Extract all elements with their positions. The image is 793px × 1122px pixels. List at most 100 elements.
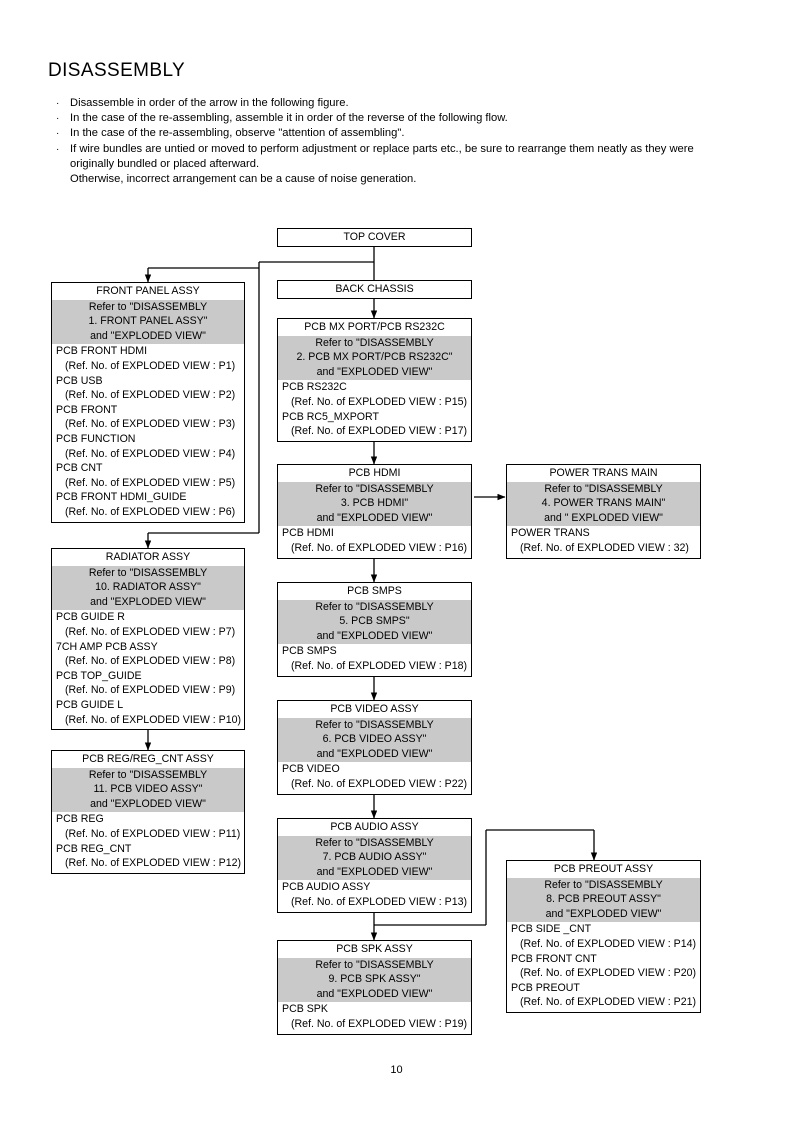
- node-parts-list: PCB REG (Ref. No. of EXPLODED VIEW : P11…: [52, 812, 244, 873]
- part-name: PCB HDMI: [282, 527, 334, 540]
- part-ref: (Ref. No. of EXPLODED VIEW : P2): [65, 389, 236, 402]
- part-name: PCB RS232C: [282, 381, 347, 394]
- part-ref: (Ref. No. of EXPLODED VIEW : P10): [65, 713, 242, 726]
- refer-line: 2. PCB MX PORT/PCB RS232C": [296, 351, 453, 364]
- refer-line: and "EXPLODED VIEW": [316, 511, 433, 524]
- node-refer-band: Refer to "DISASSEMBLY 10. RADIATOR ASSY"…: [52, 565, 244, 611]
- bullet-text: Disassemble in order of the arrow in the…: [70, 97, 349, 109]
- node-front-panel-assy[interactable]: FRONT PANEL ASSY Refer to "DISASSEMBLY 1…: [51, 282, 245, 523]
- part-name: PCB GUIDE L: [56, 698, 124, 711]
- part-ref: (Ref. No. of EXPLODED VIEW : P15): [291, 395, 468, 408]
- node-title: RADIATOR ASSY: [105, 551, 191, 563]
- part-ref: (Ref. No. of EXPLODED VIEW : P1): [65, 359, 236, 372]
- node-parts-list: PCB SIDE _CNT (Ref. No. of EXPLODED VIEW…: [507, 922, 700, 1012]
- part-name: PCB FRONT CNT: [511, 952, 597, 965]
- part-ref: (Ref. No. of EXPLODED VIEW : P8): [65, 655, 236, 668]
- refer-line: and "EXPLODED VIEW": [90, 329, 206, 342]
- node-pcb-smps[interactable]: PCB SMPS Refer to "DISASSEMBLY 5. PCB SM…: [277, 582, 472, 677]
- node-parts-list: PCB AUDIO ASSY (Ref. No. of EXPLODED VIE…: [278, 880, 471, 912]
- refer-line: 7. PCB AUDIO ASSY": [322, 851, 427, 864]
- part-ref: (Ref. No. of EXPLODED VIEW : P3): [65, 418, 236, 431]
- node-refer-band: Refer to "DISASSEMBLY 3. PCB HDMI" and "…: [278, 481, 471, 527]
- part-name: PCB FUNCTION: [56, 432, 136, 445]
- part-ref: (Ref. No. of EXPLODED VIEW : P11): [65, 827, 241, 840]
- refer-line: 4. POWER TRANS MAIN": [541, 497, 666, 510]
- node-parts-list: PCB VIDEO (Ref. No. of EXPLODED VIEW : P…: [278, 762, 471, 794]
- node-refer-band: Refer to "DISASSEMBLY 2. PCB MX PORT/PCB…: [278, 335, 471, 381]
- bullet-item: · Disassemble in order of the arrow in t…: [56, 96, 736, 111]
- node-refer-band: Refer to "DISASSEMBLY 9. PCB SPK ASSY" a…: [278, 957, 471, 1003]
- refer-line: 5. PCB SMPS": [339, 615, 410, 628]
- node-title: PCB AUDIO ASSY: [330, 821, 419, 833]
- refer-line: Refer to "DISASSEMBLY: [88, 768, 208, 781]
- node-pcb-reg-cnt-assy[interactable]: PCB REG/REG_CNT ASSY Refer to "DISASSEMB…: [51, 750, 245, 874]
- refer-line: 3. PCB HDMI": [340, 497, 409, 510]
- part-name: PCB USB: [56, 374, 103, 387]
- node-title: PCB PREOUT ASSY: [553, 863, 654, 875]
- refer-line: and "EXPLODED VIEW": [316, 365, 433, 378]
- node-power-trans-main[interactable]: POWER TRANS MAIN Refer to "DISASSEMBLY 4…: [506, 464, 701, 559]
- bullet-text: In the case of the re-assembling, observ…: [70, 127, 405, 140]
- bullet-text: In the case of the re-assembling, assemb…: [70, 112, 508, 125]
- refer-line: and "EXPLODED VIEW": [90, 797, 206, 810]
- node-refer-band: Refer to "DISASSEMBLY 5. PCB SMPS" and "…: [278, 599, 471, 645]
- part-ref: (Ref. No. of EXPLODED VIEW : P20): [520, 967, 697, 980]
- node-refer-band: Refer to "DISASSEMBLY 6. PCB VIDEO ASSY"…: [278, 717, 471, 763]
- node-back-chassis[interactable]: BACK CHASSIS: [277, 280, 472, 299]
- refer-line: 1. FRONT PANEL ASSY": [88, 315, 208, 328]
- refer-line: 6. PCB VIDEO ASSY": [322, 733, 427, 746]
- refer-line: Refer to "DISASSEMBLY: [315, 836, 434, 849]
- node-refer-band: Refer to "DISASSEMBLY 11. PCB VIDEO ASSY…: [52, 767, 244, 813]
- node-pcb-audio-assy[interactable]: PCB AUDIO ASSY Refer to "DISASSEMBLY 7. …: [277, 818, 472, 913]
- node-title: PCB SPK ASSY: [336, 943, 413, 955]
- node-title: PCB VIDEO ASSY: [330, 703, 419, 715]
- node-parts-list: PCB HDMI (Ref. No. of EXPLODED VIEW : P1…: [278, 526, 471, 558]
- node-title: PCB MX PORT/PCB RS232C: [304, 321, 445, 333]
- refer-line: Refer to "DISASSEMBLY: [315, 718, 434, 731]
- part-ref: (Ref. No. of EXPLODED VIEW : P4): [65, 447, 236, 460]
- part-name: PCB FRONT HDMI: [56, 345, 148, 358]
- part-ref: (Ref. No. of EXPLODED VIEW : P7): [65, 625, 236, 638]
- refer-line: Refer to "DISASSEMBLY: [544, 482, 663, 495]
- bullet-marker: ·: [56, 113, 60, 125]
- refer-line: Refer to "DISASSEMBLY: [88, 300, 208, 313]
- bullet-item: · In the case of the re-assembling, asse…: [56, 111, 736, 126]
- part-ref: (Ref. No. of EXPLODED VIEW : P12): [65, 857, 242, 870]
- refer-line: Refer to "DISASSEMBLY: [544, 878, 663, 891]
- node-title: PCB REG/REG_CNT ASSY: [82, 753, 214, 765]
- bullet-continuation-text: Otherwise, incorrect arrangement can be …: [70, 173, 417, 186]
- part-name: PCB VIDEO: [282, 763, 340, 776]
- node-top-cover[interactable]: TOP COVER: [277, 228, 472, 247]
- refer-line: and "EXPLODED VIEW": [90, 595, 206, 608]
- part-name: PCB SIDE _CNT: [511, 923, 592, 936]
- part-ref: (Ref. No. of EXPLODED VIEW : 32): [520, 541, 689, 554]
- node-pcb-spk-assy[interactable]: PCB SPK ASSY Refer to "DISASSEMBLY 9. PC…: [277, 940, 472, 1035]
- refer-line: Refer to "DISASSEMBLY: [315, 336, 434, 349]
- bullet-item: · If wire bundles are untied or moved to…: [56, 142, 736, 172]
- part-name: PCB CNT: [56, 462, 103, 475]
- part-name: PCB GUIDE R: [56, 611, 125, 624]
- node-pcb-hdmi[interactable]: PCB HDMI Refer to "DISASSEMBLY 3. PCB HD…: [277, 464, 472, 559]
- refer-line: and "EXPLODED VIEW": [545, 907, 662, 920]
- part-name: PCB FRONT: [56, 403, 118, 416]
- page-title: DISASSEMBLY: [48, 60, 186, 81]
- node-pcb-video-assy[interactable]: PCB VIDEO ASSY Refer to "DISASSEMBLY 6. …: [277, 700, 472, 795]
- node-pcb-preout-assy[interactable]: PCB PREOUT ASSY Refer to "DISASSEMBLY 8.…: [506, 860, 701, 1013]
- refer-line: and "EXPLODED VIEW": [316, 629, 433, 642]
- node-parts-list: PCB GUIDE R (Ref. No. of EXPLODED VIEW :…: [52, 610, 244, 730]
- node-title: PCB HDMI: [348, 467, 401, 479]
- refer-line: 9. PCB SPK ASSY": [328, 973, 421, 986]
- node-pcb-mx-port-rs232c[interactable]: PCB MX PORT/PCB RS232C Refer to "DISASSE…: [277, 318, 472, 442]
- part-ref: (Ref. No. of EXPLODED VIEW : P21): [520, 996, 697, 1009]
- node-radiator-assy[interactable]: RADIATOR ASSY Refer to "DISASSEMBLY 10. …: [51, 548, 245, 731]
- part-ref: (Ref. No. of EXPLODED VIEW : P6): [65, 505, 236, 518]
- part-name: PCB REG: [56, 813, 104, 826]
- node-parts-list: PCB SPK (Ref. No. of EXPLODED VIEW : P19…: [278, 1002, 471, 1034]
- part-name: PCB FRONT HDMI_GUIDE: [56, 491, 187, 504]
- part-ref: (Ref. No. of EXPLODED VIEW : P14): [520, 937, 697, 950]
- node-refer-band: Refer to "DISASSEMBLY 7. PCB AUDIO ASSY"…: [278, 835, 471, 881]
- bullet-marker: ·: [56, 98, 60, 109]
- refer-line: and " EXPLODED VIEW": [544, 511, 663, 524]
- node-parts-list: PCB FRONT HDMI (Ref. No. of EXPLODED VIE…: [52, 344, 244, 522]
- node-title: POWER TRANS MAIN: [549, 467, 658, 479]
